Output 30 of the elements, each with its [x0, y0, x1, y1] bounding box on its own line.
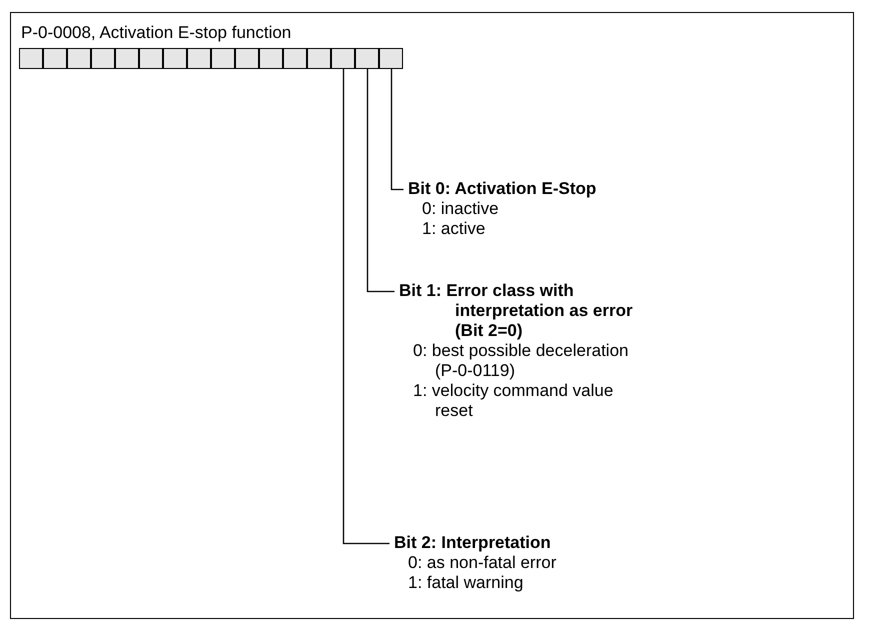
leader-line	[390, 68, 404, 190]
bit-heading: Bit 0: Activation E-Stop	[408, 179, 598, 199]
frame-title: P-0-0008, Activation E-stop function	[21, 23, 292, 43]
bit-cell	[67, 48, 91, 69]
bit-cell	[331, 48, 355, 69]
bit-cell	[211, 48, 235, 69]
bit-cell	[187, 48, 211, 69]
leader-line	[366, 68, 394, 292]
bit-cell	[43, 48, 67, 69]
bit-cell	[355, 48, 379, 69]
value-option: 0: inactive	[422, 199, 728, 219]
bit-cell	[379, 48, 403, 69]
bit-heading: Bit 1: Error class with interpretation as error (Bit 2=0)	[399, 281, 634, 341]
panel-frame	[10, 12, 854, 619]
value-option: 0: best possible deceleration (P-0-0119)	[413, 341, 639, 381]
value-option: 1: fatal warning	[408, 573, 674, 593]
value-option: 1: velocity command value reset	[413, 381, 639, 421]
bit-cell	[163, 48, 187, 69]
bit-cell	[307, 48, 331, 69]
bit-cell	[235, 48, 259, 69]
bit-cell	[19, 48, 43, 69]
value-option: 0: as non-fatal error	[408, 553, 674, 573]
bit-cell	[115, 48, 139, 69]
leader-line	[342, 68, 390, 544]
bit-heading: Bit 2: Interpretation	[394, 533, 552, 553]
bit-cell	[139, 48, 163, 69]
bit-cell	[259, 48, 283, 69]
bit-cell	[283, 48, 307, 69]
bit-cell	[91, 48, 115, 69]
value-option: 1: active	[422, 219, 728, 239]
